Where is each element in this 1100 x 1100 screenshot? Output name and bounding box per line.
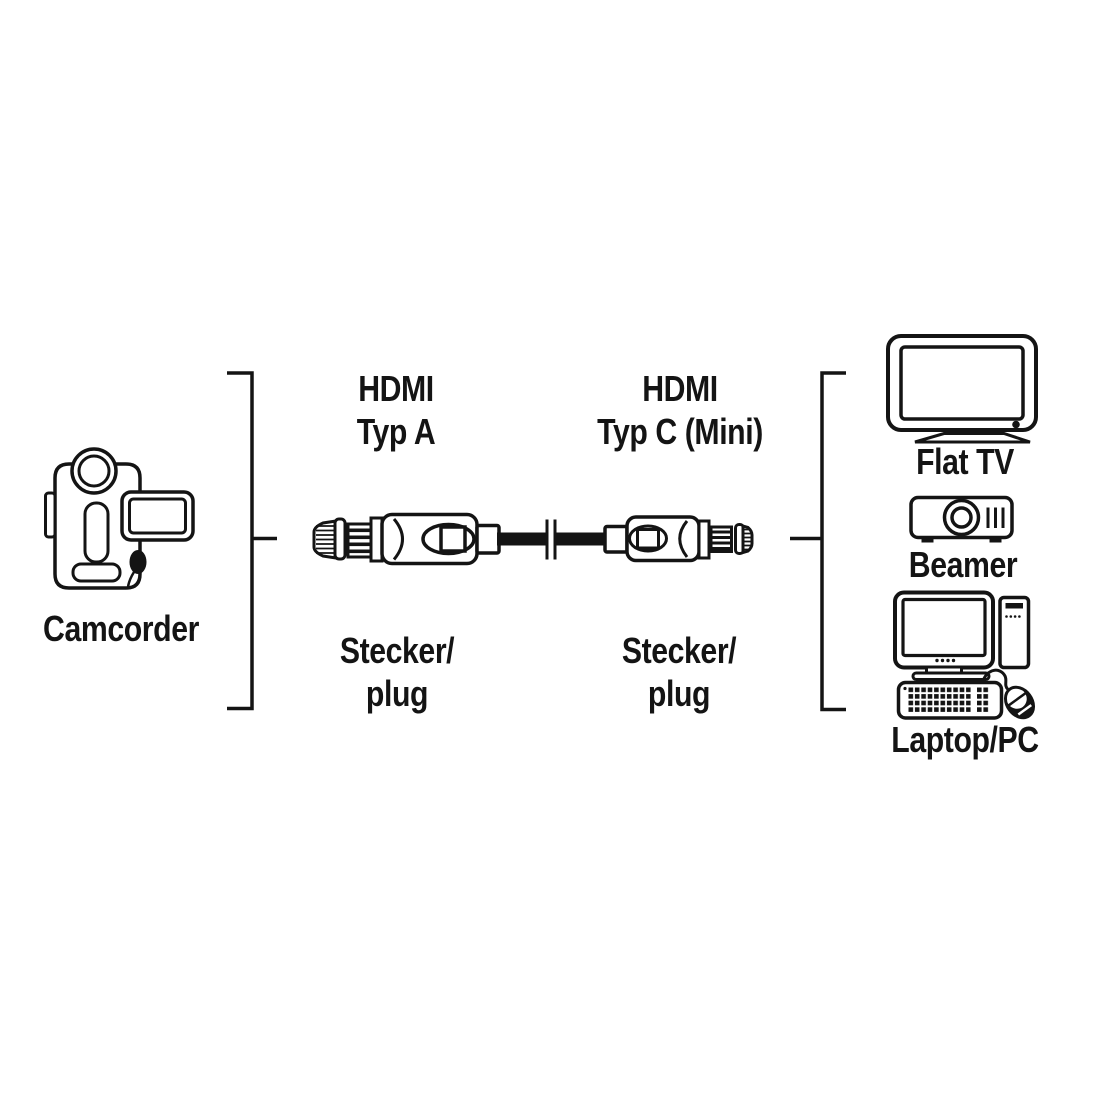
cable (497, 519, 605, 560)
laptop-pc-icon (893, 590, 1036, 720)
hdmi-type-c-label-line1: HDMI (642, 368, 718, 409)
beamer-vents (986, 507, 1005, 528)
plug-label-left-line1: Stecker/ (339, 630, 455, 671)
mouse-cable (981, 668, 1010, 691)
mouse (1003, 685, 1036, 720)
hdmi-type-a-plug-icon (312, 512, 501, 566)
hdmi-type-c-mini-plug-icon (603, 515, 754, 563)
tv-power-led (1012, 420, 1020, 429)
flat-tv-label: Flat TV (916, 441, 1014, 482)
beamer-label: Beamer (908, 544, 1018, 585)
hdmi-type-c-label-line2: Typ C (Mini) (597, 411, 763, 452)
camcorder-icon (44, 447, 195, 590)
plug-label-left-line2: plug (365, 673, 429, 714)
hdmi-type-a-label-line2: Typ A (356, 411, 436, 452)
plug-label-left: Stecker/ plug (339, 629, 455, 715)
pc-tower (998, 595, 1031, 670)
hdmi-type-c-label: HDMI Typ C (Mini) (597, 367, 763, 453)
left-bracket (227, 371, 277, 711)
plug-label-right-line2: plug (647, 673, 711, 714)
hdmi-type-a-label-line1: HDMI (358, 368, 434, 409)
tv-stand (914, 432, 1031, 444)
laptop-pc-label: Laptop/PC (891, 719, 1039, 760)
beamer-icon (909, 495, 1014, 543)
hdmi-type-a-label: HDMI Typ A (357, 367, 436, 453)
plug-label-right-line1: Stecker/ (621, 630, 737, 671)
flat-tv-icon (886, 334, 1038, 444)
right-bracket (790, 371, 846, 712)
camcorder-label: Camcorder (43, 608, 199, 649)
cable-break-marks (545, 519, 557, 560)
plug-label-right: Stecker/ plug (621, 629, 737, 715)
beamer-lens (942, 498, 981, 537)
